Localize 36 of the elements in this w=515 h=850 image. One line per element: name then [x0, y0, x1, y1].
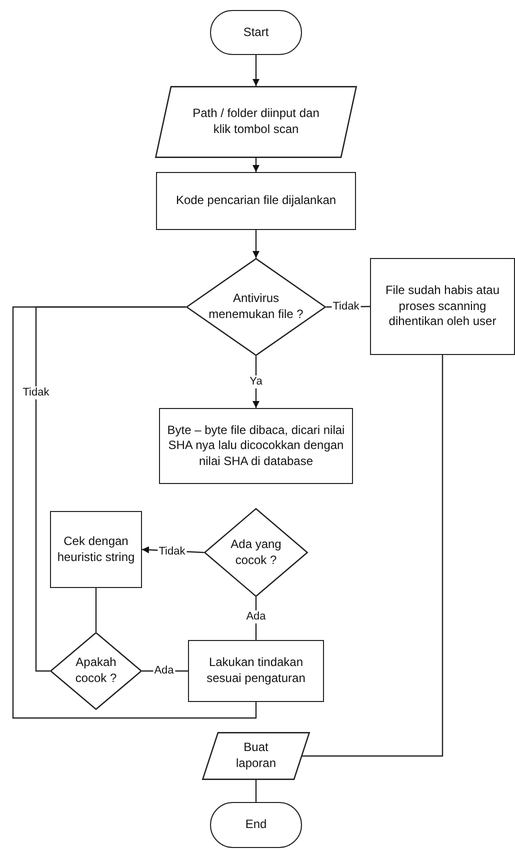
decision-diamond: [186, 258, 326, 356]
connector-line: [255, 780, 257, 802]
node-text: End: [244, 817, 268, 833]
node-text: Buat laporan: [234, 740, 278, 772]
terminal-shape: [210, 802, 302, 848]
io-parallelogram: [155, 86, 357, 158]
node-text: Start: [242, 24, 270, 40]
arrow: [252, 356, 260, 408]
process-box: [156, 172, 356, 230]
connector-line: [302, 355, 444, 757]
node-text: Apakah cocok ?: [74, 655, 118, 687]
node-text: Byte – byte file dibaca, dicari nilai SHA nya lalu dicocokkan dengan nilai SHA di database: [166, 422, 346, 470]
decision-diamond: [50, 632, 142, 710]
connector-line: [255, 597, 257, 640]
node-text: Kode pencarian file dijalankan: [174, 193, 338, 209]
process-box: [159, 408, 353, 484]
io-parallelogram: [202, 732, 310, 780]
node-text: Path / folder diinput dan klik tombol scan: [192, 106, 320, 138]
decision-diamond: [204, 508, 308, 597]
node-text: Antivirus menemukan file ?: [208, 291, 304, 323]
node-text: File sudah habis atau proses scanning dihentikan oleh user: [384, 283, 501, 330]
arrow: [252, 158, 260, 172]
edge-label: Ya: [248, 375, 264, 389]
node-text: Cek dengan heuristic string: [56, 534, 136, 566]
arrow: [252, 230, 260, 258]
process-box: [370, 258, 515, 355]
arrow: [252, 55, 260, 86]
process-box: [50, 511, 142, 588]
connector-line: [12, 306, 257, 719]
edge-label: Ada: [245, 610, 267, 624]
terminal-shape: [210, 10, 302, 55]
edge-label: Tidak: [22, 386, 50, 400]
node-text: Ada yang cocok ?: [230, 536, 282, 568]
connector-line: [95, 588, 97, 632]
process-box: [188, 640, 324, 702]
node-text: Lakukan tindakan sesuai pengaturan: [206, 655, 306, 687]
